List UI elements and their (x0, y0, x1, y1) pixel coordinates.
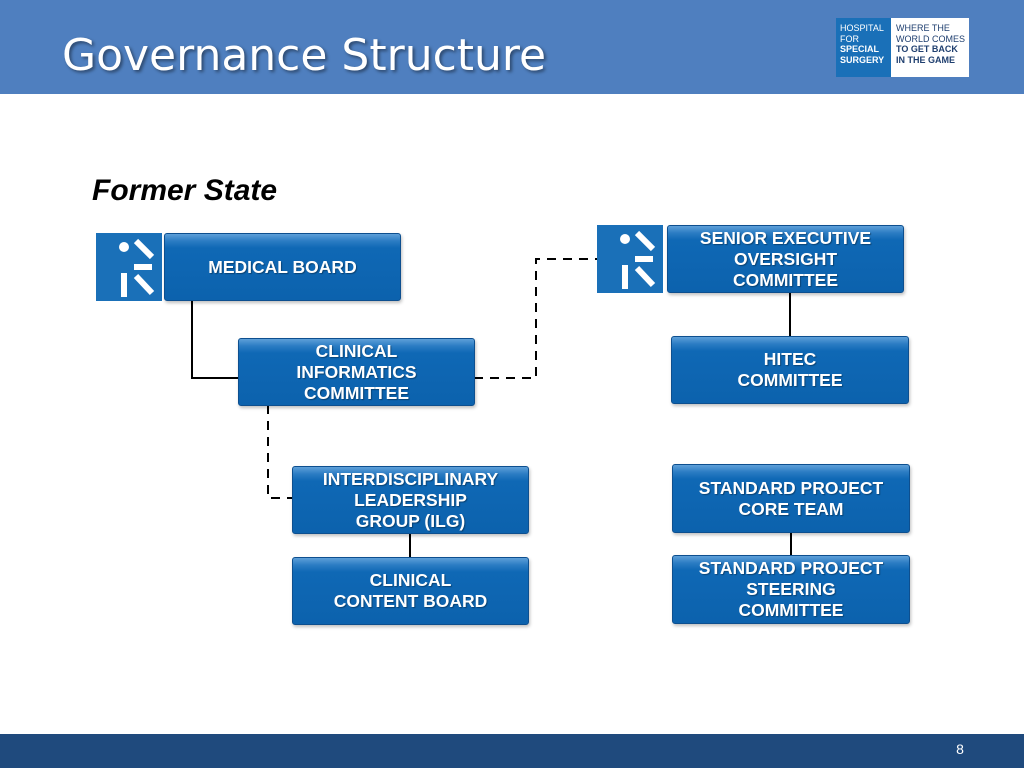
logo-text-line: FOR (840, 33, 859, 44)
connector-clinical-informatics-to-senior-executive (474, 258, 598, 379)
logo-text-line: WHERE THE (896, 23, 950, 33)
box-label: CLINICAL CONTENT BOARD (333, 570, 488, 611)
connector-medical-to-clinical-informatics (191, 300, 240, 379)
standard-project-core-team-box: STANDARD PROJECT CORE TEAM (672, 464, 910, 533)
box-label: HITEC COMMITTEE (737, 349, 843, 390)
footer-bar (0, 734, 1024, 768)
box-label: SENIOR EXECUTIVE OVERSIGHT COMMITTEE (699, 227, 872, 290)
clinical-informatics-committee-box: CLINICAL INFORMATICS COMMITTEE (238, 338, 475, 406)
box-label: CLINICAL INFORMATICS COMMITTEE (296, 340, 417, 403)
page-number: 8 (956, 741, 964, 757)
box-label: MEDICAL BOARD (208, 256, 357, 277)
logo-text-line: SURGERY (840, 54, 885, 65)
hss-logo-tagline: WHERE THE WORLD COMES TO GET BACK IN THE… (891, 18, 969, 77)
slide-title: Governance Structure (62, 30, 547, 81)
clinical-content-board-box: CLINICAL CONTENT BOARD (292, 557, 529, 625)
title-bar: Governance Structure HOSPITAL FOR SPECIA… (0, 0, 1024, 94)
hss-runner-logo-icon (597, 225, 663, 293)
hss-runner-logo-icon (96, 233, 162, 301)
logo-text-line: IN THE GAME (896, 54, 956, 65)
hitec-committee-box: HITEC COMMITTEE (671, 336, 909, 404)
hss-logo: HOSPITAL FOR SPECIAL SURGERY WHERE THE W… (836, 18, 969, 77)
interdisciplinary-leadership-group-box: INTERDISCIPLINARY LEADERSHIP GROUP (ILG) (292, 466, 529, 534)
connector-clinical-informatics-to-ilg (267, 405, 293, 499)
box-label: INTERDISCIPLINARY LEADERSHIP GROUP (ILG) (322, 468, 499, 531)
logo-text-line: SPECIAL (840, 44, 880, 54)
senior-executive-oversight-committee-box: SENIOR EXECUTIVE OVERSIGHT COMMITTEE (667, 225, 904, 293)
logo-text-line: HOSPITAL (840, 23, 884, 33)
box-label: STANDARD PROJECT CORE TEAM (698, 477, 884, 519)
standard-project-steering-committee-box: STANDARD PROJECT STEERING COMMITTEE (672, 555, 910, 624)
logo-text-line: TO GET BACK (896, 44, 958, 54)
hss-logo-name: HOSPITAL FOR SPECIAL SURGERY (836, 18, 891, 77)
logo-text-line: WORLD COMES (896, 33, 966, 44)
medical-board-box: MEDICAL BOARD (164, 233, 401, 301)
box-label: STANDARD PROJECT STEERING COMMITTEE (698, 558, 884, 620)
section-subtitle: Former State (92, 174, 278, 207)
